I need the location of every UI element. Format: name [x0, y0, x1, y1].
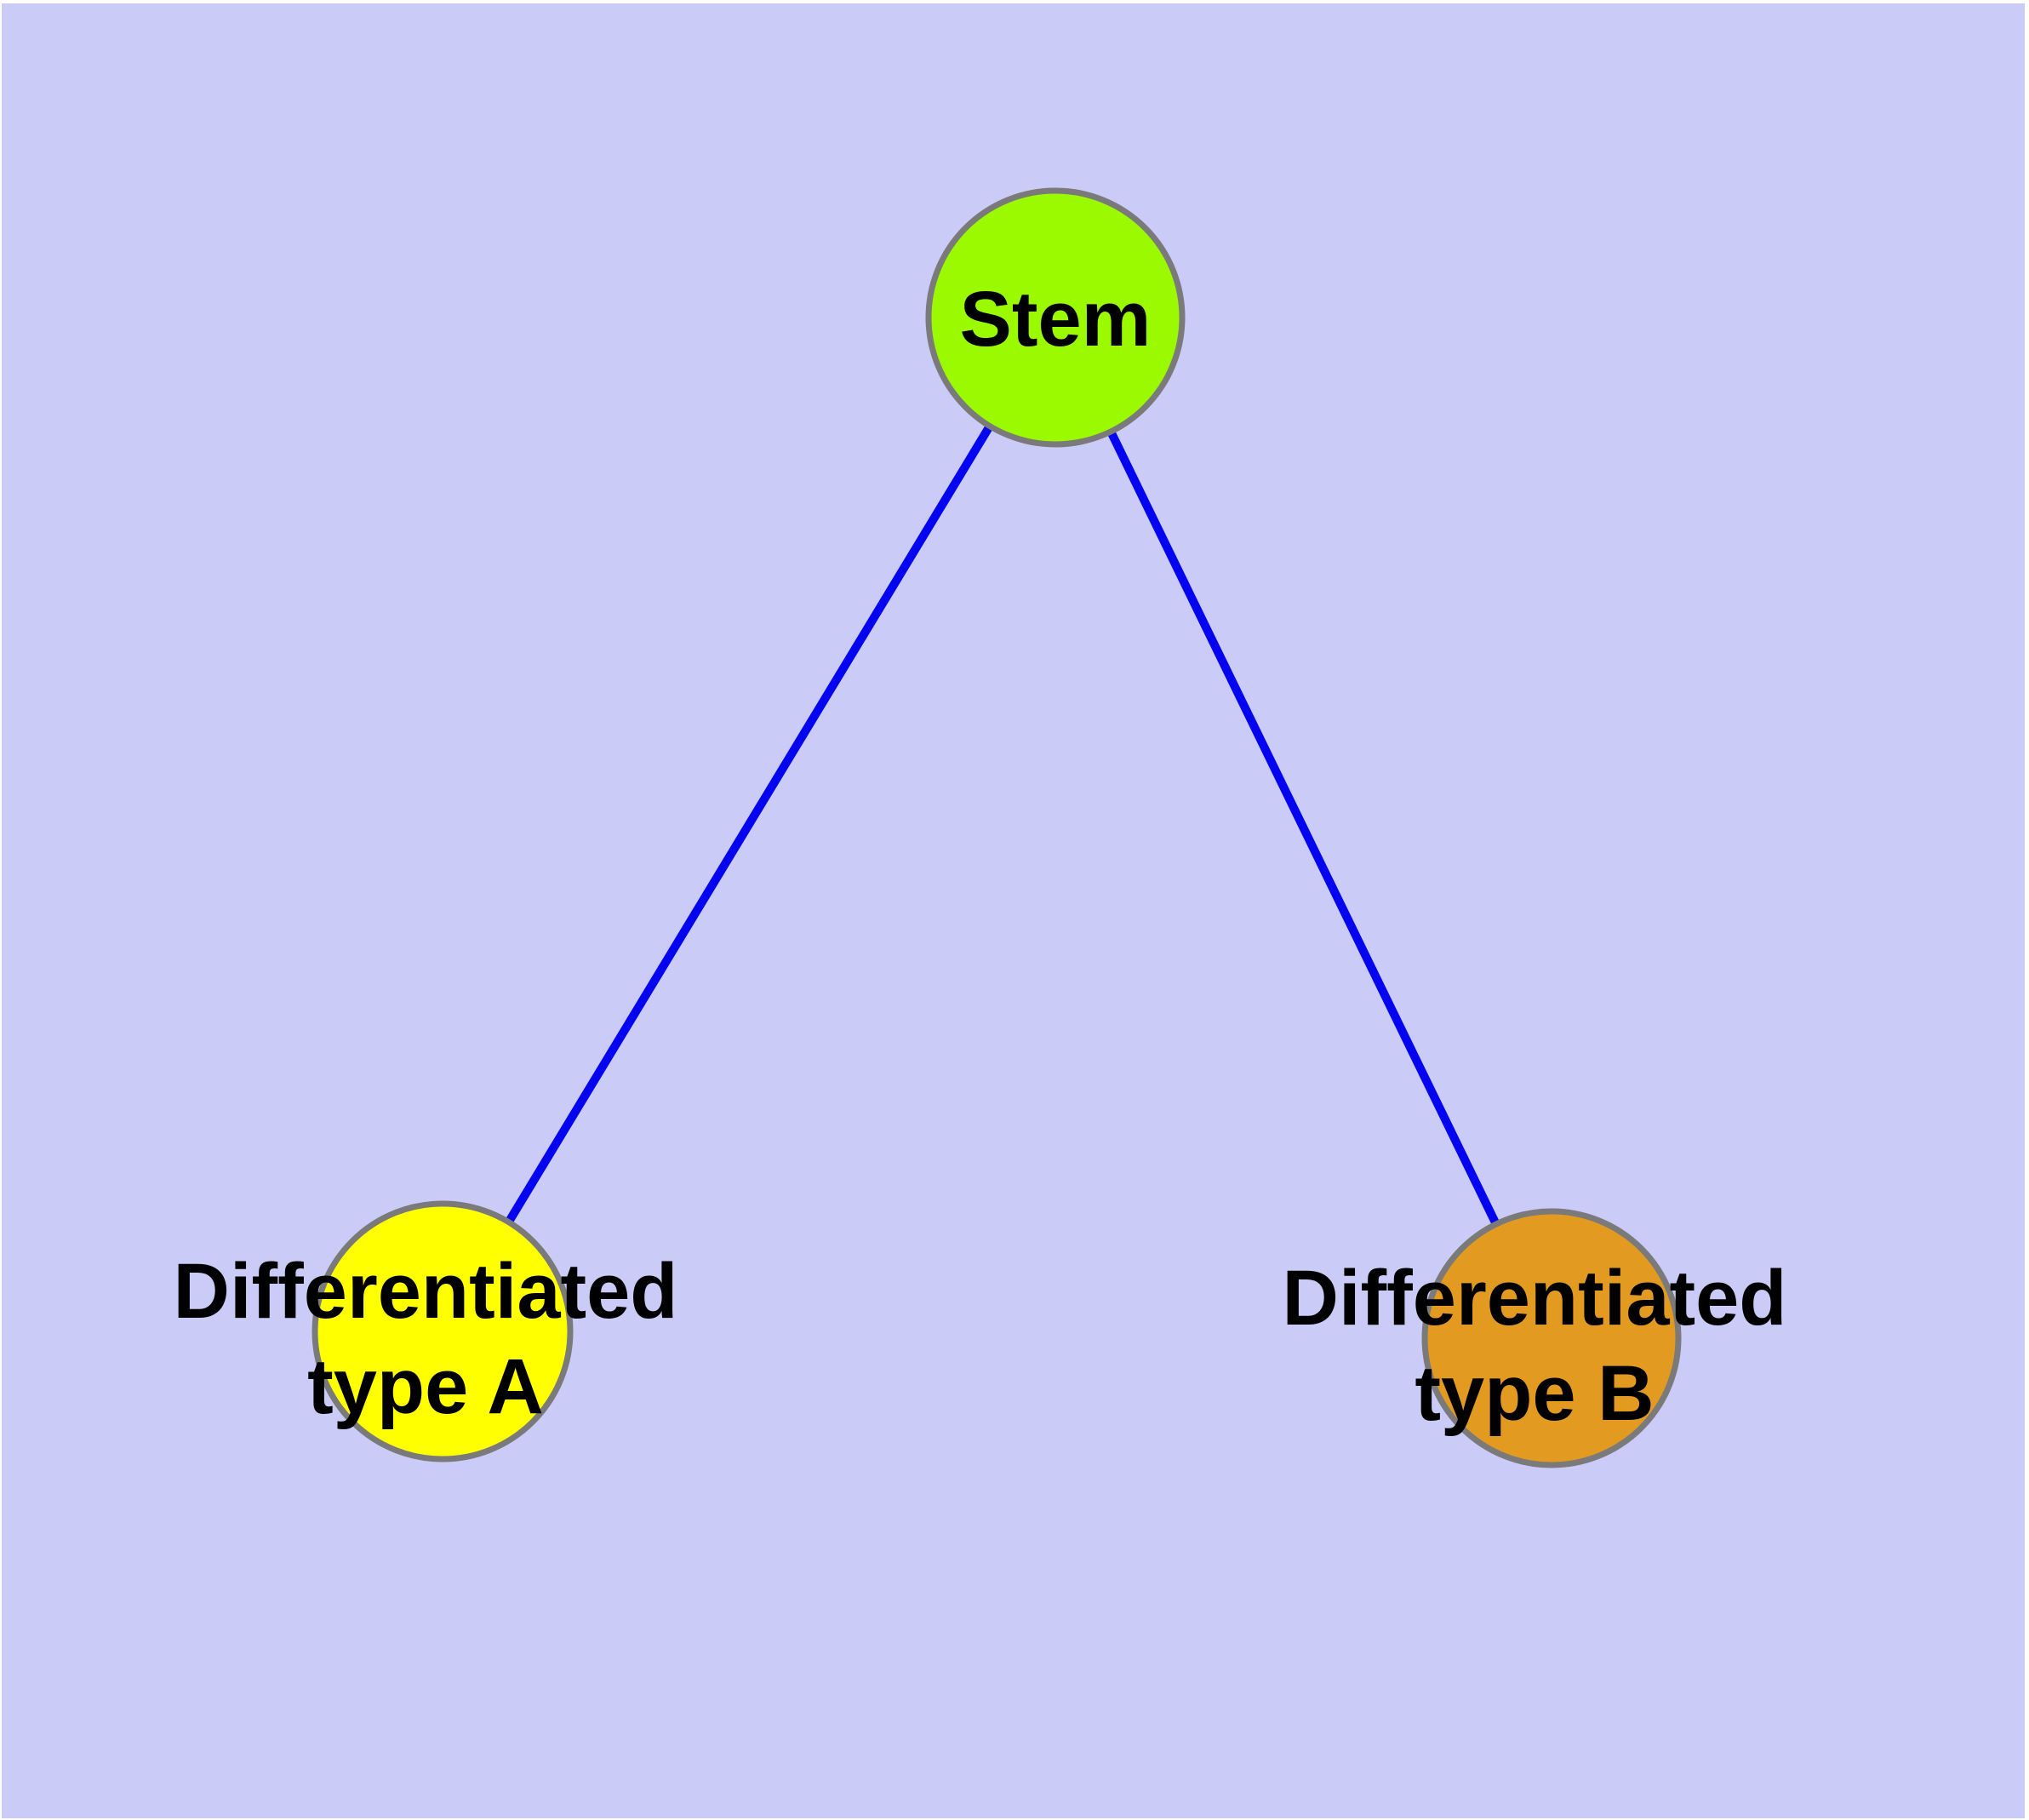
node-type-b-label-line2: type B — [1415, 1350, 1654, 1437]
node-stem-label: Stem — [960, 276, 1152, 363]
node-type-b-label-line1: Differentiated — [1283, 1255, 1787, 1342]
node-stem — [925, 187, 1186, 448]
edge-stem-to-type-a — [438, 315, 1060, 1334]
node-differentiated-type-b — [1421, 1208, 1682, 1468]
node-differentiated-type-a — [311, 1200, 574, 1462]
node-type-a-label-line1: Differentiated — [174, 1248, 678, 1335]
edge-stem-to-type-b — [1051, 315, 1556, 1341]
node-type-a-label-line2: type A — [307, 1343, 544, 1430]
